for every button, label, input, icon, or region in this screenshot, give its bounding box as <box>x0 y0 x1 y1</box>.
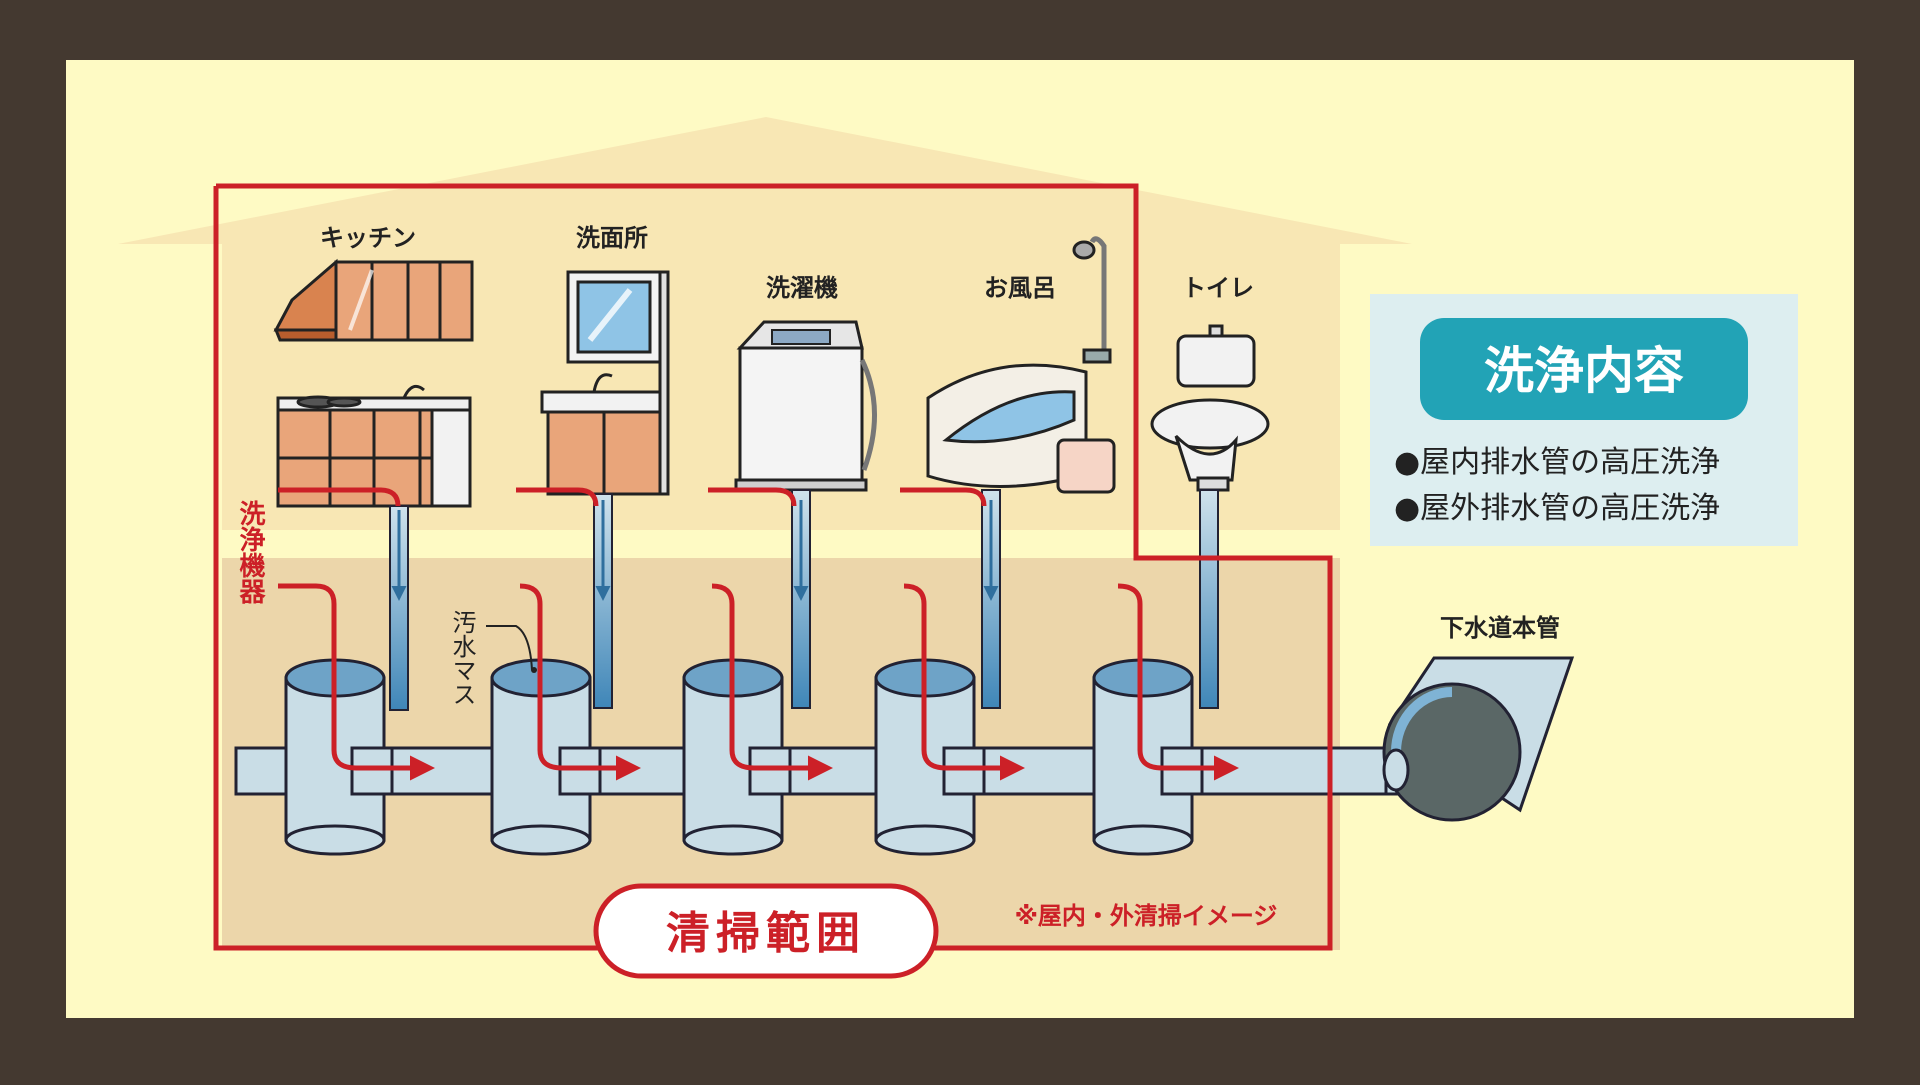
cleaning-content-box: 洗浄内容 ●屋内排水管の高圧洗浄 ●屋外排水管の高圧洗浄 <box>1370 294 1798 546</box>
house-roof <box>118 117 1412 244</box>
label-sewage-basin: 汚水マス <box>448 610 476 706</box>
kitchen-hood-icon <box>273 258 474 342</box>
label-toilet: トイレ <box>1182 274 1254 302</box>
cleaning-hose-arrows <box>278 487 1239 781</box>
label-kitchen: キッチン <box>320 224 416 252</box>
label-washroom: 洗面所 <box>576 224 648 252</box>
label-sewer-main: 下水道本管 <box>1440 614 1560 642</box>
indoor-drain-pipes <box>389 489 1219 711</box>
bathtub-icon <box>926 236 1116 494</box>
content-title: 洗浄内容 <box>1484 342 1684 400</box>
basin-pointer <box>486 625 533 671</box>
scope-title: 清掃範囲 <box>666 908 866 959</box>
label-bath: お風呂 <box>984 274 1056 302</box>
drain-flow-arrows <box>391 500 999 601</box>
washing-machine-icon <box>734 320 877 492</box>
content-item-outdoor: ●屋外排水管の高圧洗浄 <box>1394 491 1720 526</box>
sewer-main-icon <box>1328 656 1575 822</box>
main-drain-pipe <box>234 746 1402 796</box>
label-washer: 洗濯機 <box>766 274 838 302</box>
washroom-vanity-icon <box>540 270 670 496</box>
cleaning-scope-outline <box>213 183 1333 951</box>
toilet-icon <box>1150 324 1270 492</box>
scope-badge: 清掃範囲 <box>593 883 939 979</box>
pipe-connectors <box>350 746 1204 796</box>
label-cleaning-equipment: 洗浄機器 <box>235 500 266 604</box>
scope-note: ※屋内・外清掃イメージ <box>1015 902 1278 930</box>
content-item-indoor: ●屋内排水管の高圧洗浄 <box>1394 445 1720 480</box>
fixture-labels: キッチン 洗面所 洗濯機 お風呂 トイレ <box>320 224 1254 302</box>
